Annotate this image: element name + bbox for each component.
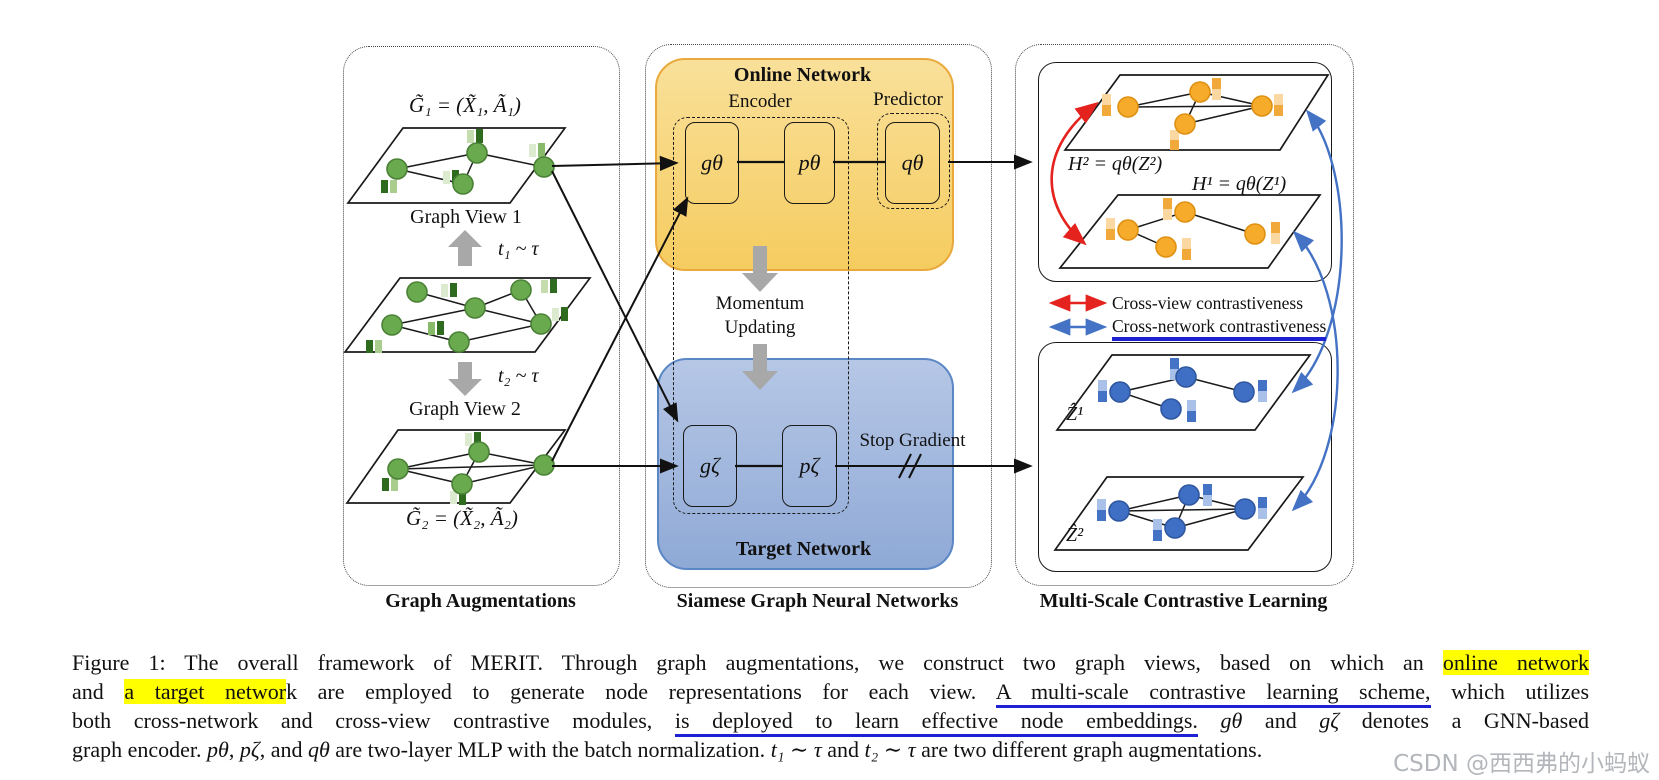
momentum-label-line2: Updating [724,317,796,338]
caption-line: both cross-network and cross-view contra… [72,706,1589,737]
graph-view-2-label: Graph View 2 [409,398,521,420]
h2-equation: H² = qθ(Z²) [1068,153,1163,175]
panel3-title: Multi-Scale Contrastive Learning [1039,590,1328,612]
legend-cross-view-label: Cross-view contrastiveness [1112,293,1304,313]
z2-label: Ẑ² [1066,524,1084,546]
predictor-label: Predictor [873,89,943,110]
legend-cross-network-label: Cross-network contrastiveness [1112,316,1327,341]
online-network-box [655,58,954,271]
feature-bars [382,432,481,505]
t2-label: t₂ ~ τ [498,365,539,387]
h2-plane [1063,74,1330,151]
p-zeta-box: pζ [782,425,837,507]
target-network-title: Target Network [735,538,872,560]
p-theta-label: pθ [798,150,821,175]
g-zeta-label: gζ [700,453,720,478]
caption-line: and a target network are employed to gen… [72,677,1589,708]
g2-equation: G̃₂ = (X̃₂, Ã₂) [406,506,518,530]
caption-line: graph encoder. pθ, pζ, and qθ are two-la… [72,737,1263,762]
watermark: CSDN @西西弗的小蚂蚁 [1393,751,1650,777]
stop-gradient-label: Stop Gradient [859,430,966,451]
z1-plane [1055,354,1312,431]
feature-bars [1097,484,1267,541]
original-graph-plane [343,277,592,353]
q-theta-label: qθ [901,150,924,175]
h1-equation: H¹ = qθ(Z¹) [1192,173,1287,195]
contrastive-learning-panel [1015,44,1354,586]
g1-equation: G̃₁ = (X̃₁, Ã₁) [409,93,521,117]
g-zeta-box: gζ [683,425,737,507]
t1-label: t₁ ~ τ [498,238,539,260]
graph-view-1-plane [346,127,567,204]
graph-view-1-label: Graph View 1 [410,206,522,228]
g-theta-box: gθ [685,122,739,204]
g-theta-label: gθ [701,150,723,175]
q-theta-box: qθ [885,122,940,204]
p-theta-box: pθ [784,122,835,204]
graph-view-2-plane [345,429,567,505]
online-network-title: Online Network [733,64,872,86]
feature-bars [1102,78,1283,150]
h1-plane [1058,194,1322,269]
z2-plane [1053,476,1305,551]
panel2-title: Siamese Graph Neural Networks [676,590,959,612]
feature-bars [1098,358,1267,422]
panel1-title: Graph Augmentations [385,590,576,612]
z1-label: Ẑ¹ [1066,403,1084,425]
p-zeta-label: pζ [799,453,820,478]
feature-bars [1106,198,1280,260]
momentum-label-line1: Momentum [715,293,805,314]
figure-caption: Figure 1: The overall framework of MERIT… [72,648,1589,764]
encoder-label: Encoder [728,91,792,112]
caption-line: Figure 1: The overall framework of MERIT… [72,650,1589,675]
